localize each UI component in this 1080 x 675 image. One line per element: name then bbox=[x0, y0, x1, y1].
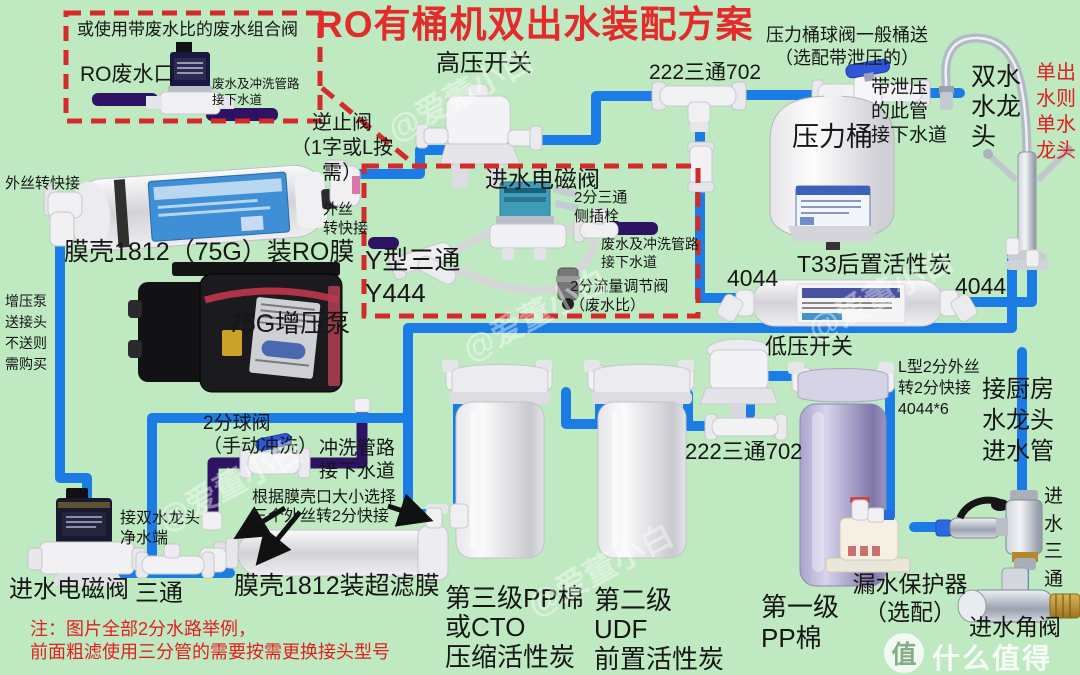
low-pressure-switch-label: 低压开关 bbox=[765, 334, 854, 359]
tee-plain bbox=[135, 543, 215, 579]
high-pressure-switch bbox=[415, 83, 543, 188]
alt-valve-box bbox=[63, 10, 323, 124]
uf-membrane-label: 膜壳1812装超滤膜 bbox=[234, 572, 440, 600]
t33-right-elbow bbox=[939, 289, 978, 323]
waste-drain-note-small: 废水及冲洗管路 接下水道 bbox=[212, 77, 300, 107]
ro-membrane-label: 膜壳1812（75G）装RO膜 bbox=[64, 238, 355, 266]
pointer-arrows bbox=[233, 493, 434, 566]
single-outlet-note: 单出 水则 单水 龙头 bbox=[1036, 62, 1076, 162]
tee-702-bottom bbox=[704, 413, 788, 441]
high-pressure-switch-label: 高压开关 bbox=[436, 50, 532, 77]
tube-hpswitch-to-tee bbox=[505, 91, 669, 145]
inlet-tee-assembly bbox=[935, 490, 1043, 562]
t33-left-elbow bbox=[716, 289, 755, 323]
tee-702-top bbox=[651, 81, 747, 132]
booster-pump-label: 75G增压泵 bbox=[228, 310, 351, 338]
inlet-angle-valve bbox=[957, 558, 1080, 623]
ext-thread-left-label: 外丝转快接 bbox=[5, 175, 81, 192]
shell-port-note: 根据膜壳口大小选择 三个外丝转2分快接 bbox=[252, 489, 397, 526]
check-valve-fitting bbox=[325, 159, 361, 207]
inlet-solenoid-2-label: 进水电磁阀 bbox=[9, 576, 129, 603]
red-dashed-annotations bbox=[63, 10, 701, 319]
dual-faucet-label: 双水 水龙 头 bbox=[971, 63, 1022, 151]
tee-plain-label: 三通 bbox=[135, 580, 183, 607]
faucet-pure-end-note: 接双水龙头 净水端 bbox=[120, 510, 201, 547]
pump-connector-note: 增压泵 送接头 不送则 需购买 bbox=[5, 293, 47, 372]
inlet-angle-valve-label: 进水角阀 bbox=[969, 614, 1061, 640]
check-valve-label: 逆止阀 （1字或L按需） bbox=[290, 112, 394, 184]
tube-purified-riser bbox=[147, 413, 411, 567]
feed-solenoid-valve bbox=[489, 181, 580, 260]
leak-protector-label: 漏水保护器 （选配） bbox=[852, 571, 968, 625]
inline-check-valve-coupling bbox=[687, 141, 715, 193]
solenoid-box bbox=[361, 163, 701, 319]
t33-label: T33后置活性炭 bbox=[797, 251, 952, 277]
flush-drain-label: 冲洗管路 接下水道 bbox=[319, 438, 396, 482]
stage1-label: 第一级 PP棉 bbox=[761, 592, 840, 654]
inlet-solenoid-valve bbox=[27, 488, 147, 586]
tee-702-top-label: 222三通702 bbox=[649, 61, 762, 84]
inlet-solenoid-label: 进水电磁阀 bbox=[485, 166, 600, 192]
relief-pipe-note: 带泄压 的此管 接下水道 bbox=[871, 77, 948, 146]
tube-stage2-stage3-u bbox=[561, 387, 605, 429]
ext-thread-right-label: 外丝 转快接 bbox=[323, 201, 369, 237]
waste-combo-valve bbox=[146, 42, 234, 115]
alt-waste-valve-note: 或使用带废水比的废水组合阀 bbox=[77, 20, 298, 39]
flow-restrictor-label: 2分流量调节阀 （废水比） bbox=[570, 278, 669, 314]
dual-faucet bbox=[939, 33, 1073, 270]
fitting-4044-right-label: 4044 bbox=[955, 273, 1007, 299]
l-fitting-note: L型2分外丝 转2分快接 4044*6 bbox=[898, 359, 980, 418]
waste-drain-note: 废水及冲洗管路 接下水道 bbox=[601, 236, 699, 270]
booster-pump bbox=[128, 262, 343, 393]
box-connector-line bbox=[320, 86, 418, 168]
membrane-left-fitting bbox=[43, 185, 83, 247]
y-tee-label: Y型三通 Y444 bbox=[365, 245, 461, 308]
smzdm-site-watermark: 什么值得买 bbox=[932, 643, 1053, 674]
inlet-tee-label: 进 水 三 通 bbox=[1044, 486, 1064, 590]
waste-line-elbow bbox=[353, 397, 371, 413]
pressure-tank bbox=[769, 86, 895, 250]
kitchen-inlet-note: 接厨房 水龙头 进水管 bbox=[982, 376, 1054, 466]
flow-restrictor bbox=[556, 267, 580, 310]
stage3-label: 第三级PP棉 或CTO 压缩活性炭 bbox=[445, 583, 584, 672]
tee-702-bottom-label: 222三通702 bbox=[685, 439, 803, 464]
ro-waste-port-label: RO废水口 bbox=[80, 63, 175, 86]
diagram-title: RO有桶机双出水装配方案 bbox=[316, 4, 754, 45]
bottom-note: 注：图片全部2分水路举例， 前面粗滤使用三分管的需要按需更换接头型号 bbox=[30, 619, 390, 663]
leak-protector bbox=[825, 497, 911, 573]
low-pressure-switch bbox=[699, 338, 779, 418]
manual-flush-ball-valve bbox=[239, 433, 311, 479]
side-plug-tee-label: 2分三通 侧插栓 bbox=[574, 189, 628, 225]
y444-assembly bbox=[388, 242, 457, 285]
tank-ball-valve-note: 压力桶球阀一般桶送 （选配带泄压的） bbox=[766, 25, 928, 68]
stage2-label: 第二级 UDF 前置活性炭 bbox=[594, 585, 725, 674]
stage2-housing bbox=[584, 360, 695, 559]
fitting-4044-left-label: 4044 bbox=[727, 265, 779, 291]
tube-checkvalve-to-hpswitch bbox=[353, 145, 449, 179]
manual-ball-valve-label: 2分球阀 （手动冲洗） bbox=[203, 413, 318, 457]
smzdm-badge-watermark: 值 bbox=[884, 633, 924, 673]
stage3-housing bbox=[442, 360, 553, 559]
pressure-tank-label: 压力桶 bbox=[792, 122, 873, 152]
side-plug-tee bbox=[573, 207, 619, 243]
t33-post-carbon bbox=[716, 279, 978, 327]
